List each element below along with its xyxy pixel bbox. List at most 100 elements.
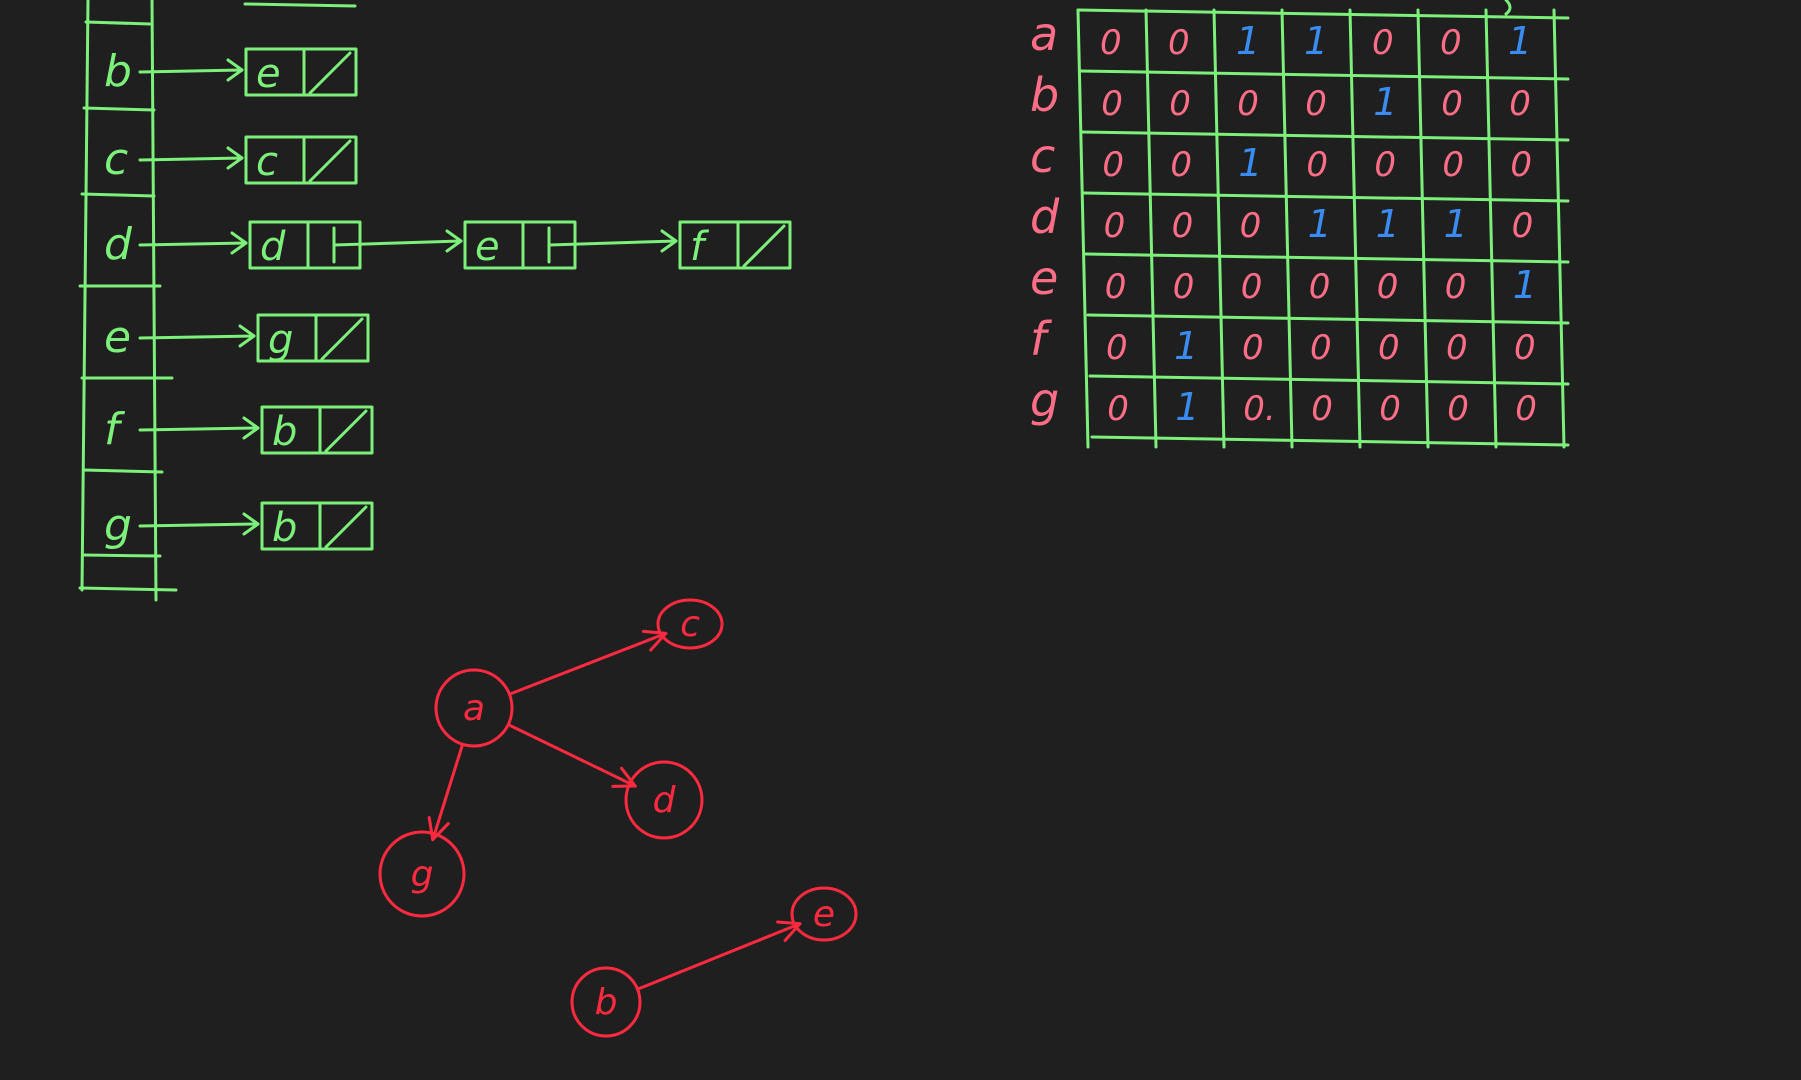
- matrix-cell: 0: [1104, 206, 1126, 246]
- arrowhead: [242, 416, 260, 440]
- matrix-cell: 0: [1173, 267, 1195, 307]
- matrix-cell: 1: [1304, 19, 1328, 63]
- matrix-gridline-h: [1086, 313, 1570, 325]
- matrix-gridline-h: [1078, 69, 1570, 81]
- matrix-cell: 0: [1309, 267, 1331, 307]
- matrix-cell: 1: [1174, 324, 1198, 368]
- matrix-cell: 0: [1379, 389, 1401, 429]
- graph-node-g: [378, 830, 466, 918]
- matrix-cell: 0: [1509, 84, 1531, 124]
- matrix-cell: 0: [1306, 145, 1328, 185]
- list-pointer-arrow: [138, 241, 248, 247]
- null-pointer-slash: [324, 505, 368, 549]
- vertex-array-left-border: [80, 0, 90, 592]
- vertex-label-e: e: [104, 312, 131, 363]
- matrix-cell: 1: [1175, 385, 1199, 429]
- matrix-cell: 0: [1447, 389, 1469, 429]
- matrix-gridline-h: [1076, 8, 1570, 20]
- graph-node-b: [570, 966, 642, 1038]
- matrix-gridline-v: [1280, 8, 1294, 449]
- list-pointer-arrow: [138, 156, 244, 162]
- matrix-cell: 1: [1508, 19, 1532, 63]
- matrix-cell: 0: [1310, 328, 1332, 368]
- matrix-gridline-v: [1144, 8, 1158, 449]
- matrix-cell: 0: [1440, 23, 1462, 63]
- matrix-row-label-d: d: [1030, 190, 1060, 244]
- matrix-row-label-g: g: [1030, 373, 1059, 427]
- edge-a-d: [506, 723, 637, 788]
- matrix-row-label-f: f: [1030, 312, 1052, 366]
- matrix-cell: 0: [1100, 23, 1122, 63]
- edge-b-e: [636, 922, 802, 991]
- matrix-gridline-h: [1090, 435, 1570, 447]
- graph-node-label-e: e: [813, 894, 835, 935]
- matrix-cell: 1: [1444, 202, 1468, 246]
- matrix-cell: 0: [1242, 328, 1264, 368]
- list-node-box: [256, 313, 370, 363]
- matrix-cell: 0: [1101, 84, 1123, 124]
- arrowhead: [226, 58, 244, 82]
- matrix-cell: 1: [1376, 202, 1400, 246]
- matrix-cell: 1: [1238, 141, 1262, 185]
- matrix-row-label-c: c: [1030, 129, 1055, 183]
- list-node-value: g: [268, 317, 293, 363]
- matrix-cell: 1: [1513, 263, 1537, 307]
- null-pointer-slash: [308, 51, 352, 95]
- graph-node-label-b: b: [595, 982, 618, 1023]
- edge-arrowhead: [776, 920, 802, 942]
- matrix-row-label-e: e: [1030, 251, 1058, 305]
- matrix-cell: 1: [1236, 19, 1260, 63]
- matrix-cell: 0: [1168, 23, 1190, 63]
- matrix-cell: 0: [1372, 23, 1394, 63]
- vertex-label-b: b: [104, 46, 132, 97]
- vertex-label-c: c: [104, 134, 128, 185]
- list-pointer-arrow: [138, 334, 256, 340]
- matrix-gridline-h: [1084, 252, 1570, 264]
- matrix-cell: 0: [1442, 145, 1464, 185]
- edge-a-c: [507, 631, 668, 696]
- matrix-gridline-v: [1212, 8, 1226, 449]
- arrowhead: [242, 512, 260, 536]
- arrowhead: [230, 231, 248, 255]
- list-node-box: [260, 501, 374, 551]
- matrix-cell: 0: [1105, 267, 1127, 307]
- null-pointer-slash: [320, 317, 364, 361]
- matrix-row-label-b: b: [1030, 68, 1059, 122]
- matrix-cell: 0: [1169, 84, 1191, 124]
- list-node-value: c: [256, 139, 278, 185]
- matrix-cell: 0.: [1243, 389, 1275, 429]
- list-node-value: b: [272, 505, 297, 551]
- graph-node-c: [656, 598, 724, 650]
- vertex-label-f: f: [104, 404, 126, 455]
- edge-arrowhead: [642, 629, 668, 652]
- list-node-box: [244, 47, 358, 97]
- edge-arrowhead: [611, 766, 637, 788]
- matrix-cell: 0: [1514, 328, 1536, 368]
- graph-node-label-g: g: [411, 854, 434, 895]
- list-node-value: d: [260, 224, 286, 270]
- matrix-row-label-a: a: [1030, 7, 1058, 61]
- matrix-cell: 0: [1515, 389, 1537, 429]
- graph-node-label-a: a: [463, 688, 485, 729]
- list-node-value: e: [256, 51, 281, 97]
- matrix-cell: 0: [1241, 267, 1263, 307]
- list-pointer-arrow: [138, 522, 260, 528]
- matrix-gridline-v: [1552, 8, 1566, 449]
- graph-node-a: [434, 668, 514, 748]
- matrix-gridline-v: [1076, 8, 1090, 449]
- list-node-value: f: [690, 224, 710, 270]
- vertex-label-g: g: [104, 500, 132, 551]
- vertex-array-right-border: [150, 0, 158, 602]
- list-node-box: [244, 135, 358, 185]
- null-pointer-slash: [308, 139, 352, 183]
- matrix-gridline-v: [1484, 8, 1498, 449]
- matrix-cell: 0: [1170, 145, 1192, 185]
- matrix-cell: 0: [1107, 389, 1129, 429]
- matrix-cell: 0: [1441, 84, 1463, 124]
- null-pointer-slash: [324, 409, 368, 453]
- arrowhead: [445, 229, 463, 253]
